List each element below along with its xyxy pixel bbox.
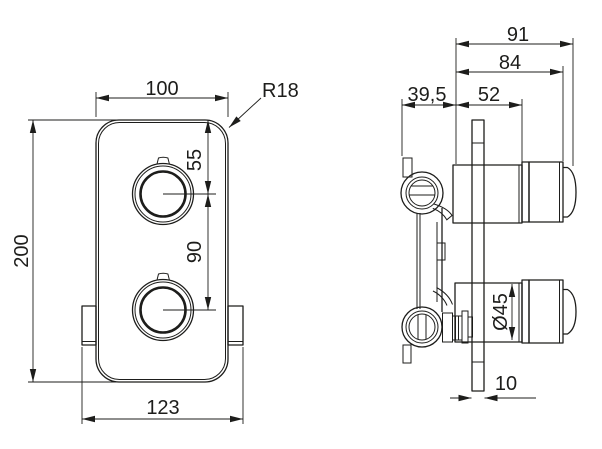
side-view — [400, 119, 577, 392]
mounting-tab-top — [402, 157, 413, 178]
dim-label-plate-thickness: 10 — [495, 373, 517, 395]
front-view-dimensions: 100 R18 55 90 200 123 — [11, 78, 299, 424]
inlet-port-bottom-mid — [405, 310, 439, 344]
dim-label-corner-radius: R18 — [262, 80, 299, 102]
inlet-port-top-outer — [400, 171, 444, 215]
dim-label-body-width: 123 — [146, 397, 179, 419]
cartridge-housing-top — [452, 164, 523, 224]
inlet-port-top-inner — [408, 179, 436, 207]
dim-label-plate-width: 100 — [145, 78, 178, 100]
handle-bottom — [521, 279, 577, 344]
inlet-port-bottom-inner — [408, 313, 436, 341]
knob-bottom — [131, 272, 195, 342]
handle-top — [521, 161, 577, 223]
side-view-dimensions: 91 84 39,5 52 Ø45 10 — [401, 24, 574, 402]
dim-label-concealed-depth: 39,5 — [408, 84, 447, 106]
bracket-right — [227, 305, 244, 346]
handle-bottom-grip — [528, 279, 564, 344]
valve-body — [400, 157, 473, 364]
handle-top-cap — [563, 166, 577, 218]
handle-bottom-cap — [563, 288, 577, 335]
thread-adapter-collar — [442, 312, 453, 343]
dim-label-plate-height: 200 — [11, 234, 33, 267]
body-lever-top — [432, 203, 453, 221]
inlet-port-top-mid — [405, 176, 439, 210]
bracket-left — [81, 305, 97, 346]
wall-plate-outline — [471, 119, 485, 392]
dim-label-knob-diameter: Ø45 — [490, 293, 512, 331]
front-view — [81, 119, 244, 383]
thread-adapter — [442, 310, 473, 344]
faceplate-outline — [95, 119, 229, 383]
knob-bottom-index-notch — [156, 272, 170, 281]
wall-plate-side — [471, 119, 485, 392]
dim-label-handle-face-depth: 84 — [499, 52, 521, 74]
knob-top-index-notch — [156, 156, 170, 165]
dim-label-protrusion: 52 — [478, 84, 500, 106]
handle-top-grip — [528, 161, 564, 223]
handle-bottom-band — [521, 279, 530, 344]
radius-leader-line — [228, 97, 262, 128]
faceplate-inner-outline — [98, 122, 226, 380]
body-clip — [436, 242, 446, 261]
thread-adapter-thread — [452, 315, 463, 341]
thread-adapter-flange — [461, 310, 469, 344]
mounting-tab-bottom — [402, 344, 412, 364]
inlet-port-bottom-outer — [401, 306, 443, 348]
dim-label-knob-spacing: 90 — [184, 241, 206, 263]
handle-top-band — [521, 161, 530, 223]
body-sweep-bottom — [436, 287, 453, 305]
body-sweep-bottom-inner — [432, 290, 448, 306]
dim-label-top-knob-offset: 55 — [184, 149, 206, 171]
dim-label-overall-depth: 91 — [507, 24, 529, 46]
